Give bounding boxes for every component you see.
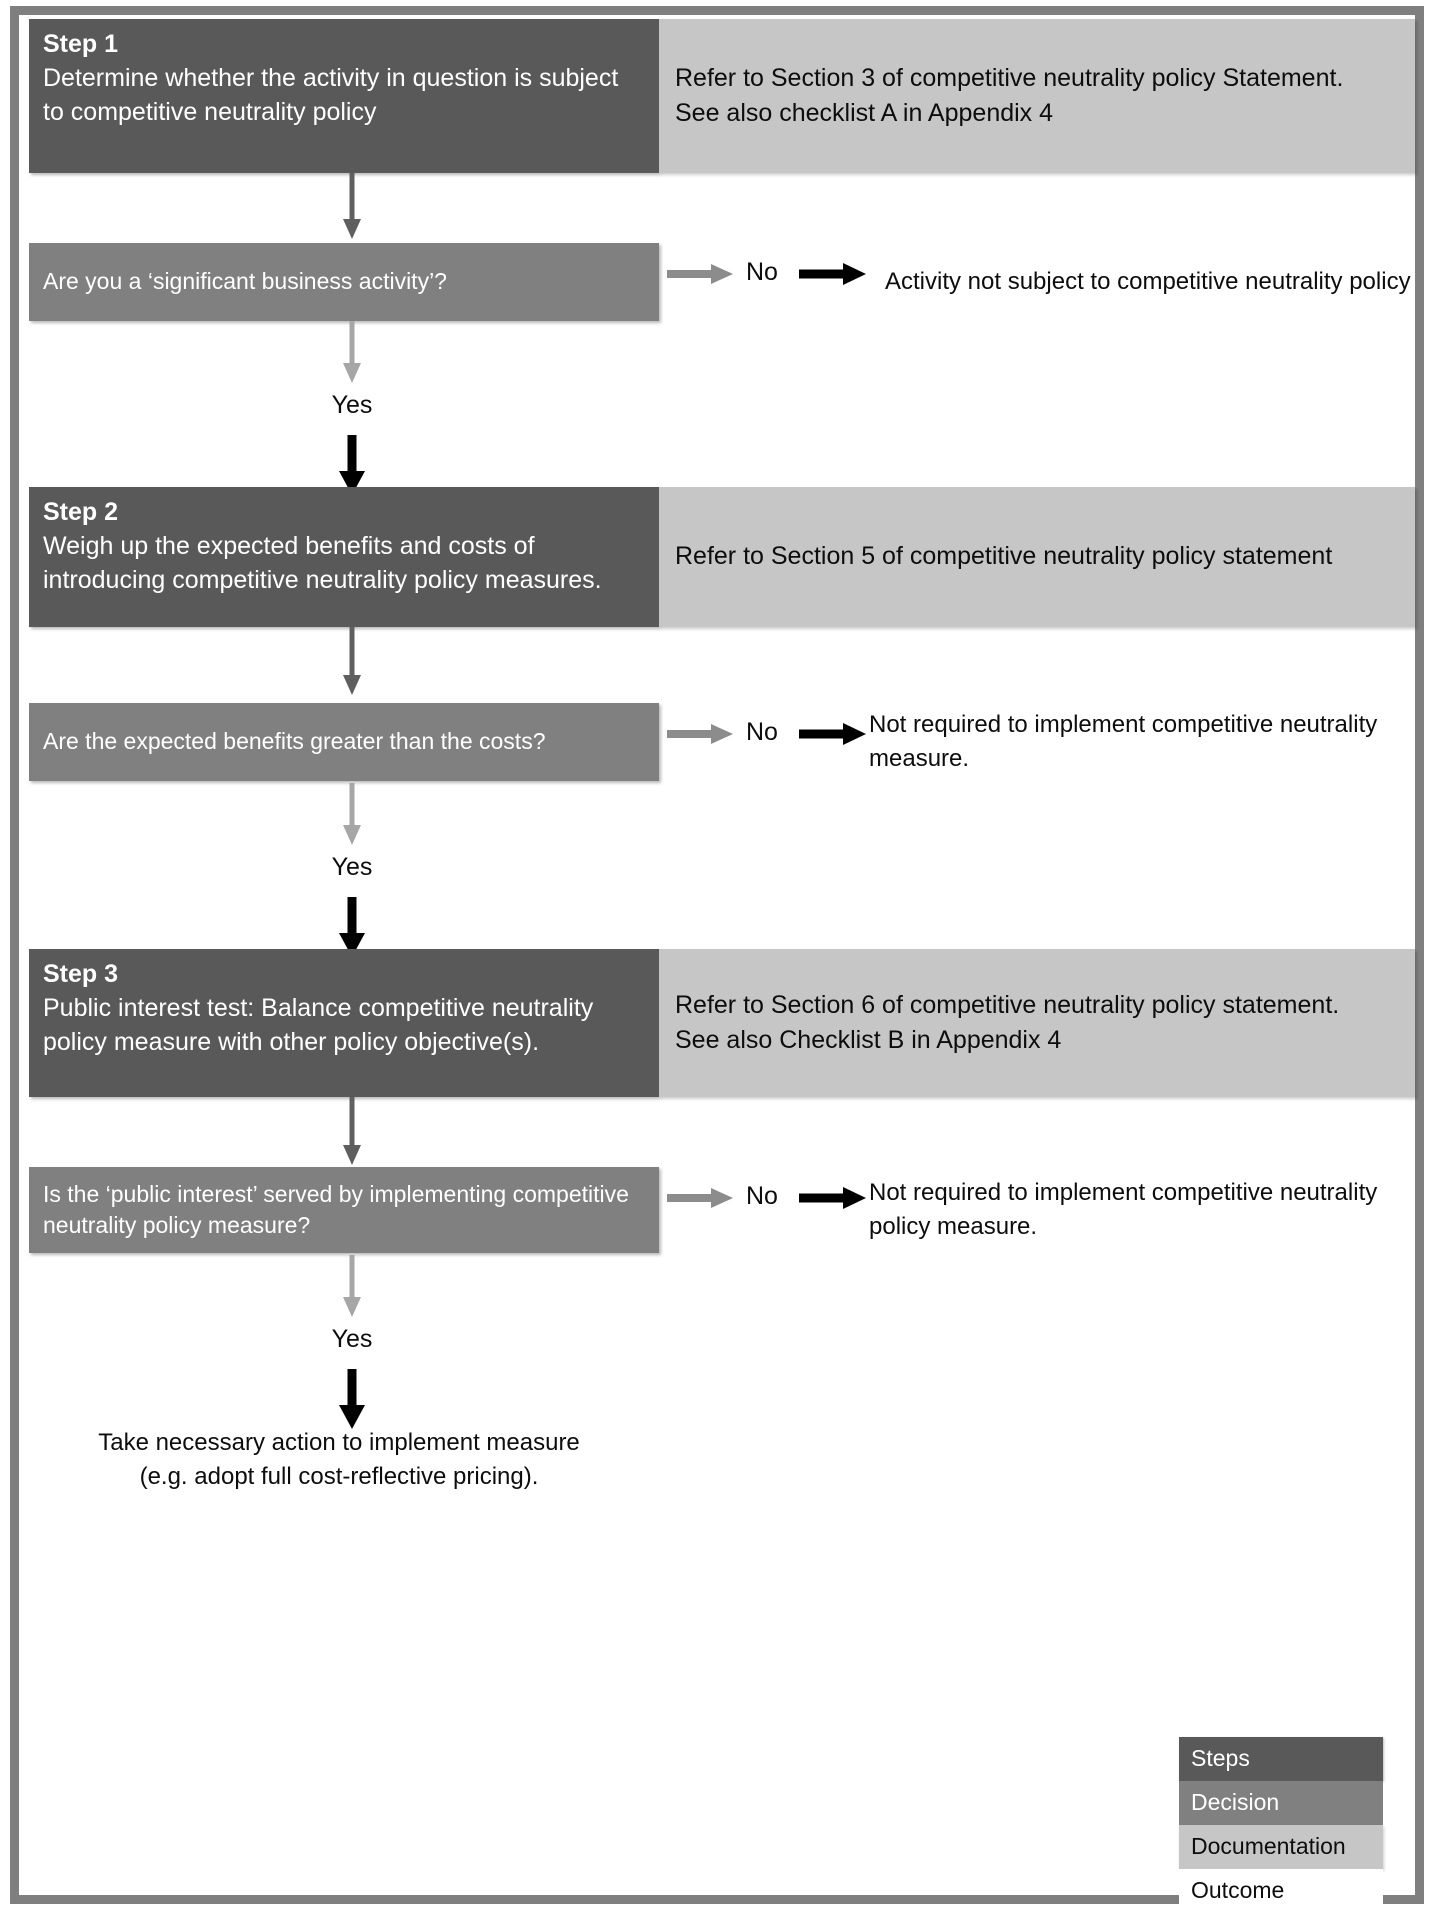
diagram-frame: Step 1 Determine whether the activity in… [10, 6, 1424, 1913]
decision-3-no-outcome: Not required to implement competitive ne… [869, 1167, 1415, 1253]
legend-item-documentation: Documentation [1179, 1825, 1383, 1869]
legend-label-decision: Decision [1191, 1789, 1280, 1815]
step-2-documentation: Refer to Section 5 of competitive neutra… [659, 487, 1415, 627]
decision-3-question: Is the ‘public interest’ served by imple… [43, 1180, 629, 1238]
decision-3-no-label: No [746, 1182, 778, 1210]
legend-item-decision: Decision [1179, 1781, 1383, 1825]
step-3-documentation: Refer to Section 6 of competitive neutra… [659, 949, 1415, 1097]
decision-3-box: Is the ‘public interest’ served by imple… [29, 1167, 659, 1253]
decision-1-no-outcome-text: Activity not subject to competitive neut… [885, 267, 1411, 295]
step-1-box: Step 1 Determine whether the activity in… [29, 19, 659, 173]
legend-item-steps: Steps [1179, 1737, 1383, 1781]
legend-item-outcome: Outcome [1179, 1869, 1383, 1913]
decision-1-no-outcome: Activity not subject to competitive neut… [885, 243, 1415, 321]
step-2-text: Weigh up the expected benefits and costs… [43, 532, 602, 594]
step-1-doc-line-1: Refer to Section 3 of competitive neutra… [675, 63, 1344, 92]
step-1-text: Determine whether the activity in questi… [43, 64, 619, 126]
legend-label-documentation: Documentation [1191, 1833, 1346, 1859]
decision-3-yes-label: Yes [331, 1325, 373, 1353]
decision-2-no-outcome-text: Not required to implement competitive ne… [869, 710, 1378, 772]
final-outcome-line-1: Take necessary action to implement measu… [98, 1428, 580, 1456]
step-1-title: Step 1 [43, 30, 119, 58]
decision-2-no-outcome: Not required to implement competitive ne… [869, 703, 1415, 781]
arrow-decision-2-no-gray [667, 724, 733, 744]
decision-2-no-label: No [746, 718, 778, 746]
step-2-title: Step 2 [43, 498, 119, 526]
arrow-step-2-to-decision-2 [343, 627, 361, 695]
final-outcome-line-2: (e.g. adopt full cost-reflective pricing… [139, 1463, 539, 1490]
decision-1-no-label: No [746, 258, 778, 286]
legend-label-steps: Steps [1191, 1745, 1250, 1771]
step-3-doc-line-2: See also Checklist B in Appendix 4 [675, 1026, 1062, 1054]
arrow-decision-2-yes-gray [343, 783, 361, 845]
arrow-decision-1-no-black [799, 263, 866, 285]
decision-1-question: Are you a ‘significant business activity… [43, 268, 447, 295]
arrow-step-1-to-decision-1 [343, 173, 361, 239]
arrow-decision-3-yes-black [339, 1369, 365, 1429]
arrow-decision-2-yes-black [339, 897, 365, 957]
step-3-text: Public interest test: Balance competitiv… [43, 994, 594, 1056]
step-3-doc-line-1: Refer to Section 6 of competitive neutra… [675, 990, 1340, 1019]
step-1-doc-line-2: See also checklist A in Appendix 4 [675, 99, 1054, 127]
decision-2-box: Are the expected benefits greater than t… [29, 703, 659, 781]
decision-2-yes-label: Yes [331, 853, 373, 881]
step-3-box: Step 3 Public interest test: Balance com… [29, 949, 659, 1097]
legend-label-outcome: Outcome [1191, 1877, 1285, 1903]
arrow-decision-3-no-gray [667, 1188, 733, 1208]
arrow-decision-1-yes-gray [343, 321, 361, 383]
arrow-decision-3-no-black [799, 1187, 866, 1209]
final-outcome-box: Take necessary action to implement measu… [39, 1415, 639, 1505]
decision-1-yes-label: Yes [331, 391, 373, 419]
decision-3-no-outcome-text: Not required to implement competitive ne… [869, 1178, 1378, 1240]
arrow-step-3-to-decision-3 [343, 1097, 361, 1165]
decision-1-box: Are you a ‘significant business activity… [29, 243, 659, 321]
step-3-title: Step 3 [43, 960, 119, 988]
step-1-documentation: Refer to Section 3 of competitive neutra… [659, 19, 1415, 173]
decision-2-question: Are the expected benefits greater than t… [43, 728, 546, 755]
step-2-box: Step 2 Weigh up the expected benefits an… [29, 487, 659, 627]
arrow-decision-2-no-black [799, 723, 866, 745]
arrow-decision-1-yes-black [339, 435, 365, 495]
step-2-doc-line-1: Refer to Section 5 of competitive neutra… [675, 542, 1333, 571]
arrow-decision-3-yes-gray [343, 1255, 361, 1317]
legend: Steps Decision Documentation Outcome [1179, 1737, 1383, 1913]
arrow-decision-1-no-gray [667, 264, 733, 284]
